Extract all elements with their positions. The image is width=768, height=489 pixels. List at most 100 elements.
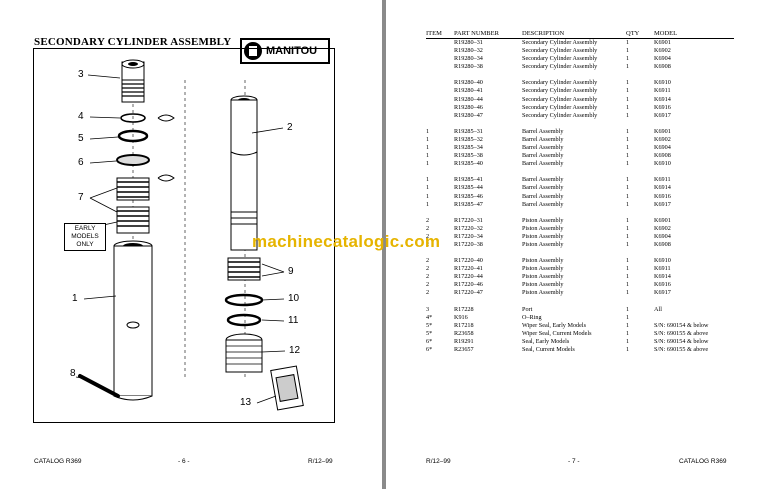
- description-cell: Piston Assembly: [522, 224, 564, 232]
- group-spacer: [426, 209, 734, 217]
- description-cell: Piston Assembly: [522, 265, 564, 273]
- qty-cell: 1: [626, 313, 630, 321]
- item-cell: [426, 55, 454, 63]
- qty-cell: 1: [626, 224, 630, 232]
- qty-cell: 1: [626, 127, 630, 135]
- callout-4: 4: [78, 111, 84, 122]
- qty-cell: 1: [626, 176, 630, 184]
- description-cell: Barrel Assembly: [522, 200, 564, 208]
- part-number-cell: R19285–31: [454, 127, 483, 135]
- item-cell: 1: [426, 176, 430, 184]
- callout-10: 10: [288, 293, 300, 304]
- description-cell: Piston Assembly: [522, 216, 564, 224]
- o-ring-part: [120, 113, 146, 123]
- description-cell: Piston Assembly: [522, 281, 564, 289]
- part-number-cell: R17228: [454, 305, 474, 313]
- qty-cell: 1: [626, 152, 630, 160]
- footer-catalog: CATALOG R369: [679, 458, 727, 465]
- model-cell: K6916: [654, 192, 671, 200]
- watermark-text: machinecatalogic.com: [252, 232, 441, 251]
- model-cell: All: [654, 305, 662, 313]
- qty-cell: 1: [626, 240, 630, 248]
- group-spacer: [426, 298, 734, 306]
- left-catalog-page: SECONDARY CYLINDER ASSEMBLY MANITOU: [0, 0, 382, 489]
- model-cell: K6916: [654, 281, 671, 289]
- group-spacer: [426, 249, 734, 257]
- description-cell: Barrel Assembly: [522, 192, 564, 200]
- part-number-cell: R17220–47: [454, 289, 483, 297]
- piston-ring-set-lower: [116, 206, 150, 234]
- part-number-cell: R19285–40: [454, 160, 483, 168]
- item-cell: [426, 39, 454, 48]
- item-cell: 2: [426, 216, 430, 224]
- model-cell: K6917: [654, 200, 671, 208]
- item-cell: [426, 96, 454, 104]
- description-cell: Seal, Current Models: [522, 346, 575, 353]
- item-cell: 2: [426, 281, 430, 289]
- qty-cell: 1: [626, 47, 630, 55]
- item-cell: 1: [426, 200, 430, 208]
- item-cell: [426, 63, 454, 71]
- callout-13: 13: [240, 397, 252, 408]
- part-number-cell: R19280–31: [454, 39, 483, 46]
- manitou-logo: MANITOU: [240, 38, 330, 64]
- callout-3: 3: [78, 69, 84, 80]
- qty-cell: 1: [626, 103, 630, 111]
- qty-cell: 1: [626, 160, 630, 168]
- qty-cell: 1: [626, 329, 630, 337]
- part-number-cell: K916: [454, 313, 468, 321]
- part-number-cell: R23657: [454, 346, 474, 353]
- seal-detail-lower: [157, 174, 175, 182]
- seal-detail-upper: [157, 114, 175, 122]
- callout-11: 11: [288, 315, 299, 326]
- footer-date: R/12–99: [426, 458, 451, 465]
- item-cell: 1: [426, 135, 430, 143]
- description-cell: Seal, Early Models: [522, 337, 570, 345]
- group-spacer: [426, 71, 734, 79]
- qty-cell: 1: [626, 289, 630, 297]
- part-number-cell: R19280–47: [454, 111, 483, 119]
- description-cell: Wiper Seal, Early Models: [522, 321, 587, 329]
- item-cell: 2: [426, 232, 430, 240]
- qty-cell: 1: [626, 273, 630, 281]
- ring-10-part: [224, 293, 264, 307]
- piston-tube-part: [230, 95, 258, 251]
- part-number-cell: R19285–44: [454, 184, 483, 192]
- model-cell: S/N: 690154 & below: [654, 321, 709, 329]
- item-cell: 1: [426, 144, 430, 152]
- description-cell: Barrel Assembly: [522, 152, 564, 160]
- model-cell: K6917: [654, 289, 671, 297]
- qty-cell: 1: [626, 111, 630, 119]
- description-cell: Secondary Cylinder Assembly: [522, 55, 598, 63]
- qty-cell: 1: [626, 144, 630, 152]
- model-cell: K6904: [654, 55, 671, 63]
- part-number-cell: R17220–46: [454, 281, 483, 289]
- model-cell: K6910: [654, 257, 671, 265]
- part-number-cell: R19285–32: [454, 135, 483, 143]
- piston-ring-set: [227, 257, 261, 281]
- part-number-cell: R19280–38: [454, 63, 483, 71]
- model-cell: K6908: [654, 63, 671, 71]
- note-line: MODELS: [71, 233, 99, 240]
- item-cell: 5*: [426, 329, 433, 337]
- part-number-cell: R19280–44: [454, 95, 483, 103]
- footer-catalog: CATALOG R369: [34, 458, 82, 465]
- part-number-cell: R19280–41: [454, 87, 483, 95]
- description-cell: Secondary Cylinder Assembly: [522, 103, 598, 111]
- note-line: ONLY: [76, 241, 94, 248]
- model-cell: K6902: [654, 135, 671, 143]
- group-spacer: [426, 120, 734, 128]
- description-cell: Secondary Cylinder Assembly: [522, 87, 598, 95]
